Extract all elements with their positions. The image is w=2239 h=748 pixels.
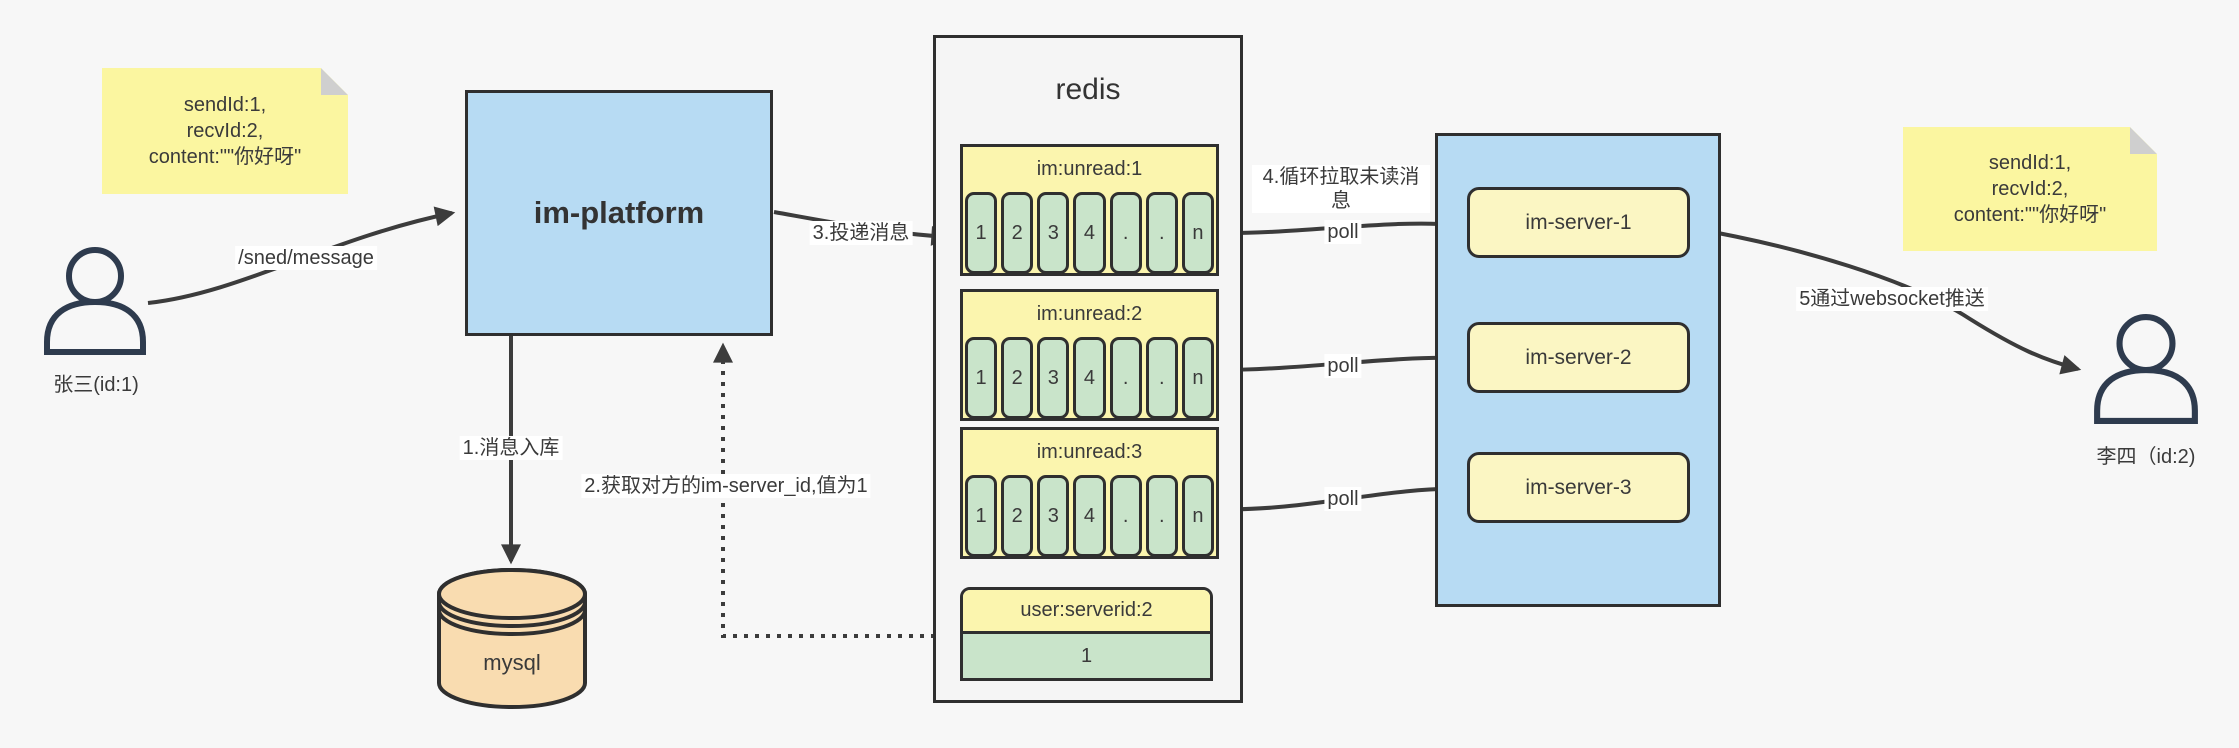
redis-kv-user-serverid: user:serverid:2 1 [960,587,1213,681]
queue-title: im:unread:1 [1036,158,1143,180]
edge-label-store-message: 1.消息入库 [459,436,563,460]
im-server-1-node: im-server-1 [1467,187,1690,258]
queue-cell: 4 [1073,337,1106,419]
queue-cell: 2 [1001,337,1034,419]
im-server-3-node: im-server-3 [1467,452,1690,523]
edge-label-poll-2: poll [1324,354,1362,378]
redis-queue-unread-1: im:unread:1 1 2 3 4 . . n [960,144,1219,276]
queue-cell: . [1145,192,1178,274]
note-line: content:""你好呀" [1953,204,2107,226]
im-server-2-node: im-server-2 [1467,322,1690,393]
edge-label-pull-unread: 4.循环拉取未读消息 [1252,165,1430,213]
actor-sender [40,246,150,361]
queue-cell: n [1181,192,1214,274]
im-server-3-label: im-server-3 [1525,475,1632,499]
im-server-1-label: im-server-1 [1525,210,1632,234]
edge-label-deliver-message: 3.投递消息 [809,221,913,245]
actor-receiver-label: 李四（id:2) [2096,446,2196,468]
edge-label-poll-1: poll [1324,220,1362,244]
redis-queue-unread-3: im:unread:3 1 2 3 4 . . n [960,427,1219,559]
database-cylinder-icon [437,568,587,709]
edge-label-lookup-serverid: 2.获取对方的im-server_id,值为1 [581,474,871,498]
queue-cell: . [1145,337,1178,419]
queue-cells: 1 2 3 4 . . n [963,192,1216,274]
actor-sender-label: 张三(id:1) [53,374,139,396]
edge-label-send-message: /sned/message [235,246,377,270]
edge-label-poll-3: poll [1324,487,1362,511]
queue-cell: 3 [1037,192,1070,274]
note-line: content:""你好呀" [148,146,302,168]
queue-title: im:unread:2 [1036,303,1143,325]
queue-cell: n [1181,475,1214,557]
note-line: recvId:2, [186,120,264,142]
note-line: recvId:2, [1991,178,2069,200]
queue-cell: 4 [1073,192,1106,274]
queue-cell: 1 [965,337,998,419]
queue-cell: 4 [1073,475,1106,557]
kv-title: user:serverid:2 [963,590,1210,634]
redis-queue-unread-2: im:unread:2 1 2 3 4 . . n [960,289,1219,421]
queue-cell: 3 [1037,475,1070,557]
mysql-label: mysql [483,650,541,675]
sticky-note-sender-payload: sendId:1, recvId:2, content:""你好呀" [102,68,348,194]
edge-label-websocket-push: 5通过websocket推送 [1796,287,1988,311]
queue-cell: 2 [1001,475,1034,557]
queue-cell: . [1145,475,1178,557]
im-platform-node: im-platform [465,90,773,336]
person-icon [2094,314,2198,424]
queue-cell: 1 [965,192,998,274]
sticky-note-receiver-payload: sendId:1, recvId:2, content:""你好呀" [1903,127,2157,251]
actor-receiver [2090,313,2202,430]
queue-cell: n [1181,337,1214,419]
queue-cell: 1 [965,475,998,557]
queue-cells: 1 2 3 4 . . n [963,475,1216,557]
redis-title: redis [1055,73,1121,106]
person-icon [44,247,146,355]
im-server-2-label: im-server-2 [1525,345,1632,369]
queue-cells: 1 2 3 4 . . n [963,337,1216,419]
edge-lookup-serverid [713,342,957,638]
queue-cell: . [1109,192,1142,274]
queue-cell: 2 [1001,192,1034,274]
queue-cell: . [1109,337,1142,419]
queue-cell: 3 [1037,337,1070,419]
mysql-node [436,566,588,716]
note-line: sendId:1, [1988,152,2072,174]
kv-value: 1 [963,634,1210,678]
queue-cell: . [1109,475,1142,557]
im-platform-label: im-platform [533,195,705,230]
queue-title: im:unread:3 [1036,441,1143,463]
note-line: sendId:1, [183,94,267,116]
